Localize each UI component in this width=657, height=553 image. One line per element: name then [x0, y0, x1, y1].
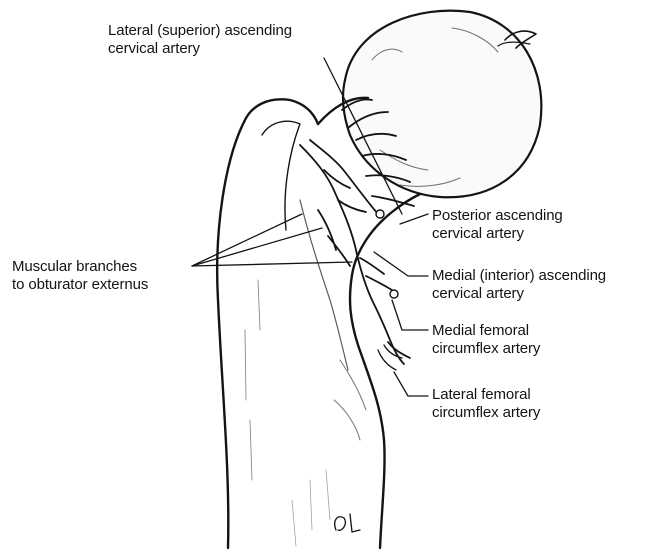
label-medial-femoral-circumflex-artery: Medial femoral circumflex artery: [432, 322, 540, 358]
label-line-1: Medial (interior) ascending: [432, 267, 606, 285]
signature-mark: [335, 514, 360, 532]
label-muscular-branches: Muscular branches to obturator externus: [12, 258, 148, 294]
label-line-1: Posterior ascending: [432, 207, 563, 225]
label-medial-ascending-cervical-artery: Medial (interior) ascending cervical art…: [432, 267, 606, 303]
label-line-2: circumflex artery: [432, 404, 540, 422]
label-line-2: cervical artery: [108, 40, 292, 58]
label-line-2: cervical artery: [432, 225, 563, 243]
label-line-2: circumflex artery: [432, 340, 540, 358]
leader-muscular-2: [192, 228, 322, 266]
label-line-1: Lateral (superior) ascending: [108, 22, 292, 40]
label-line-2: to obturator externus: [12, 276, 148, 294]
label-lateral-ascending-cervical-artery: Lateral (superior) ascending cervical ar…: [108, 22, 292, 58]
label-line-1: Lateral femoral: [432, 386, 540, 404]
label-line-1: Muscular branches: [12, 258, 148, 276]
label-line-1: Medial femoral: [432, 322, 540, 340]
leader-lateral-femoral: [394, 372, 428, 396]
label-lateral-femoral-circumflex-artery: Lateral femoral circumflex artery: [432, 386, 540, 422]
leader-posterior-ascending: [400, 214, 428, 224]
leader-muscular-1: [192, 214, 302, 266]
leader-medial-femoral: [392, 300, 428, 330]
femoral-head: [343, 11, 541, 198]
label-line-2: cervical artery: [432, 285, 606, 303]
label-posterior-ascending-cervical-artery: Posterior ascending cervical artery: [432, 207, 563, 243]
